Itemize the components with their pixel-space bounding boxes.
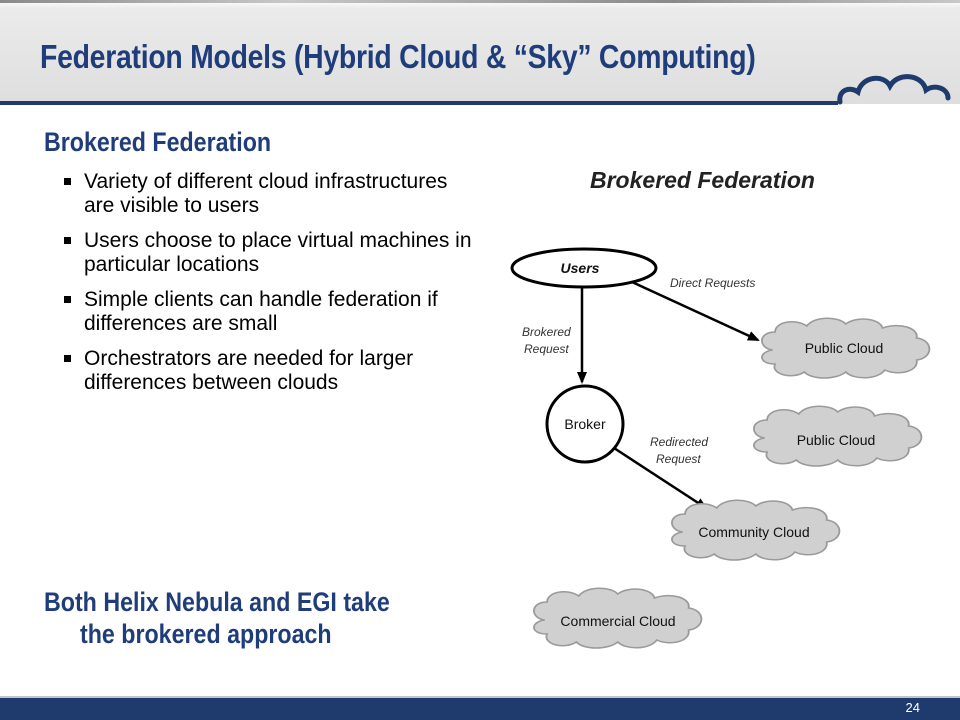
broker-label: Broker xyxy=(564,416,606,432)
brokered-label-line2: Request xyxy=(524,342,569,356)
bullet-item: Orchestrators are needed for larger diff… xyxy=(62,347,472,395)
footer-bar: 24 xyxy=(0,696,960,720)
bullet-text: Variety of different cloud infrastructur… xyxy=(84,170,448,217)
top-border xyxy=(0,0,960,3)
redirected-label-line2: Request xyxy=(656,452,701,466)
bullet-text: Users choose to place virtual machines i… xyxy=(84,229,472,276)
slide-title: Federation Models (Hybrid Cloud & “Sky” … xyxy=(40,38,756,75)
page-number: 24 xyxy=(905,700,920,715)
brokered-label-line1: Brokered xyxy=(522,325,571,339)
redirected-label-line1: Redirected xyxy=(650,435,708,449)
diagram-title: Brokered Federation xyxy=(590,167,815,193)
conclusion-line-1: Both Helix Nebula and EGI take xyxy=(44,587,390,617)
direct-request-arrow xyxy=(631,280,760,342)
square-bullet-icon xyxy=(64,296,71,303)
redirected-request-arrow xyxy=(613,446,708,510)
broker-node xyxy=(545,384,625,464)
bullet-item: Simple clients can handle federation if … xyxy=(62,288,472,336)
square-bullet-icon xyxy=(64,237,71,244)
commercial-cloud-label: Commercial Cloud xyxy=(560,613,675,629)
cloud-logo-icon xyxy=(837,74,951,105)
community-cloud-label: Community Cloud xyxy=(698,524,809,540)
public-cloud-2-label: Public Cloud xyxy=(797,432,876,448)
bullet-text: Orchestrators are needed for larger diff… xyxy=(84,347,414,394)
title-band: Federation Models (Hybrid Cloud & “Sky” … xyxy=(0,0,960,105)
section-heading: Brokered Federation xyxy=(44,127,272,157)
footer-highlight xyxy=(0,696,960,698)
public-cloud-1-label: Public Cloud xyxy=(805,340,884,356)
title-underline xyxy=(0,101,838,105)
users-label: Users xyxy=(561,260,600,276)
brokered-federation-diagram: Brokered Federation Users Broker Direct … xyxy=(510,167,931,649)
direct-requests-label: Direct Requests xyxy=(670,276,755,290)
square-bullet-icon xyxy=(64,178,71,185)
square-bullet-icon xyxy=(64,355,71,362)
bullet-item: Variety of different cloud infrastructur… xyxy=(62,170,472,218)
bullet-list: Variety of different cloud infrastructur… xyxy=(62,170,472,406)
conclusion: Both Helix Nebula and EGI take the broke… xyxy=(44,586,484,650)
users-node xyxy=(510,247,658,289)
bullet-item: Users choose to place virtual machines i… xyxy=(62,229,472,277)
bullet-text: Simple clients can handle federation if … xyxy=(84,288,438,335)
conclusion-line-2: the brokered approach xyxy=(80,619,332,649)
